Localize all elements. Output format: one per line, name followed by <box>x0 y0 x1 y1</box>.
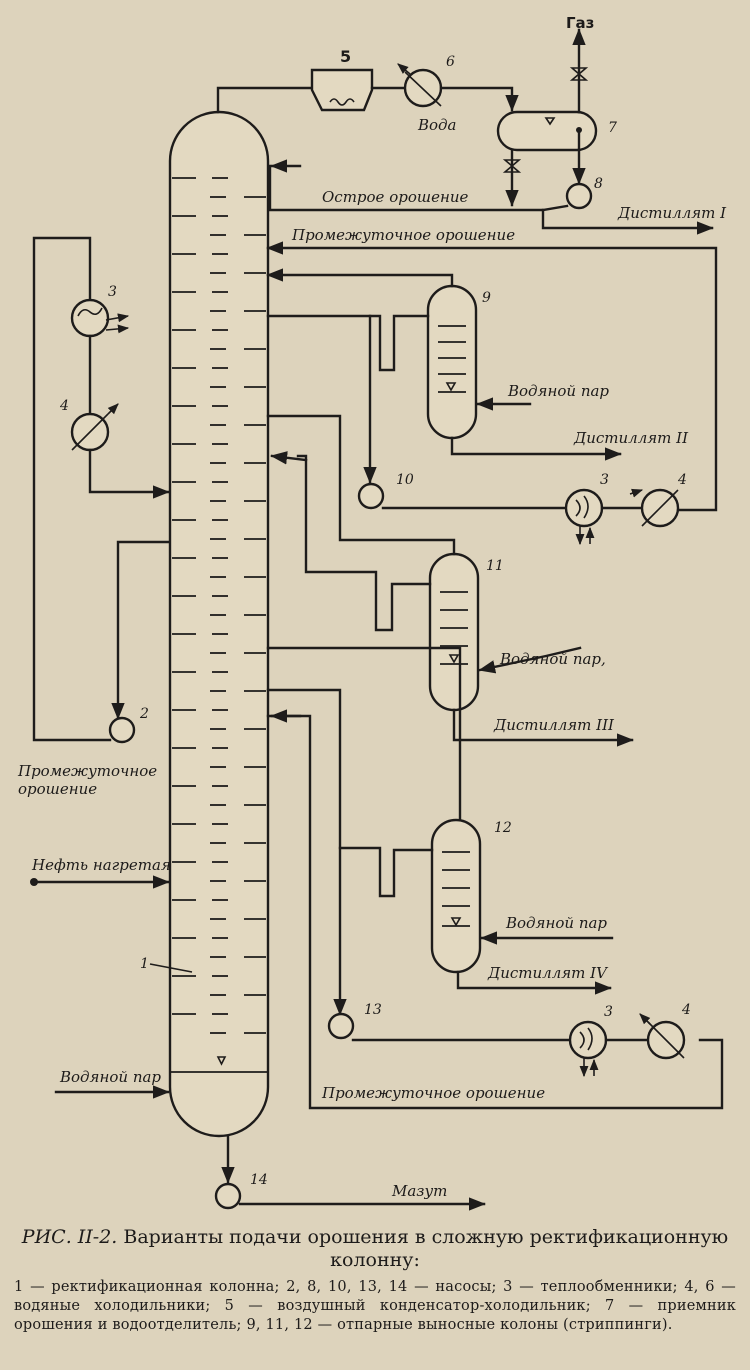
stripper-11 <box>266 414 634 747</box>
label-distillate-4: Дистиллят IV <box>487 964 609 982</box>
pump-13-icon <box>327 1012 355 1040</box>
caption-title: Варианты подачи орошения в сложную ректи… <box>123 1226 729 1271</box>
intermediate-reflux-top <box>266 241 718 512</box>
overhead-system <box>216 28 714 235</box>
caption-figure-number: РИС. II-2. <box>21 1226 118 1248</box>
number-9: 9 <box>482 290 491 306</box>
number-4a: 4 <box>59 398 69 414</box>
label-water: Вода <box>417 116 457 134</box>
number-6: 6 <box>446 54 455 70</box>
number-8: 8 <box>594 176 603 192</box>
number-10: 10 <box>396 472 414 488</box>
pumparound-10 <box>357 482 680 546</box>
distillation-flow-diagram: Газ Вода Острое орошение Дистиллят I Про… <box>17 14 727 1211</box>
number-11: 11 <box>486 558 504 574</box>
number-1: 1 <box>140 956 149 972</box>
label-steam-9: Водяной пар <box>507 382 609 400</box>
figure-caption: РИС. II-2. Варианты подачи орошения в сл… <box>14 1226 736 1335</box>
label-distillate-3: Дистиллят III <box>493 716 615 734</box>
heat-exchanger-3-icon <box>70 298 110 338</box>
label-intermediate-reflux-bottom: Промежуточное орошение <box>321 1084 545 1102</box>
number-2: 2 <box>139 706 149 722</box>
pump-10-icon <box>357 482 385 510</box>
pumparound-13 <box>327 1012 686 1078</box>
main-column <box>168 110 270 1138</box>
label-sharp-reflux: Острое орошение <box>322 188 468 206</box>
label-steam-column: Водяной пар <box>59 1068 161 1086</box>
heat-exchanger-3c-icon <box>568 1020 608 1060</box>
label-intermediate-reflux-top: Промежуточное орошение <box>291 226 515 244</box>
pump-2-icon <box>108 716 136 744</box>
label-steam-12: Водяной пар <box>505 914 607 932</box>
label-crude-heated: Нефть нагретая <box>31 856 171 874</box>
number-4b: 4 <box>677 472 687 488</box>
number-7: 7 <box>608 120 617 136</box>
label-steam-11: Водяной пар, <box>499 650 606 668</box>
label-mazut: Мазут <box>391 1182 447 1200</box>
stripper-12 <box>266 646 724 1110</box>
left-pumparound <box>32 236 170 744</box>
heat-exchanger-3b-icon <box>564 488 604 528</box>
number-12: 12 <box>494 820 512 836</box>
label-distillate-1: Дистиллят I <box>617 204 727 222</box>
stripper-9 <box>266 268 622 484</box>
number-3a: 3 <box>108 284 117 300</box>
caption-legend: 1 — ректификационная колонна; 2, 8, 10, … <box>14 1279 736 1333</box>
label-distillate-2: Дистиллят II <box>573 429 689 447</box>
number-4c: 4 <box>681 1002 691 1018</box>
label-gas: Газ <box>566 14 594 32</box>
label-intermediate-reflux-left-2: орошение <box>18 780 97 798</box>
number-5: 5 <box>340 47 351 66</box>
label-intermediate-reflux-left-1: Промежуточное <box>17 762 157 780</box>
pump-14-icon <box>214 1182 242 1210</box>
number-3c: 3 <box>604 1004 613 1020</box>
number-3b: 3 <box>600 472 609 488</box>
receiver-7 <box>496 110 598 152</box>
number-14: 14 <box>250 1172 268 1188</box>
number-13: 13 <box>364 1002 382 1018</box>
caption-title-block: РИС. II-2. Варианты подачи орошения в сл… <box>14 1226 736 1272</box>
pump-8-icon <box>565 182 593 210</box>
feed-and-bottoms <box>30 875 486 1211</box>
